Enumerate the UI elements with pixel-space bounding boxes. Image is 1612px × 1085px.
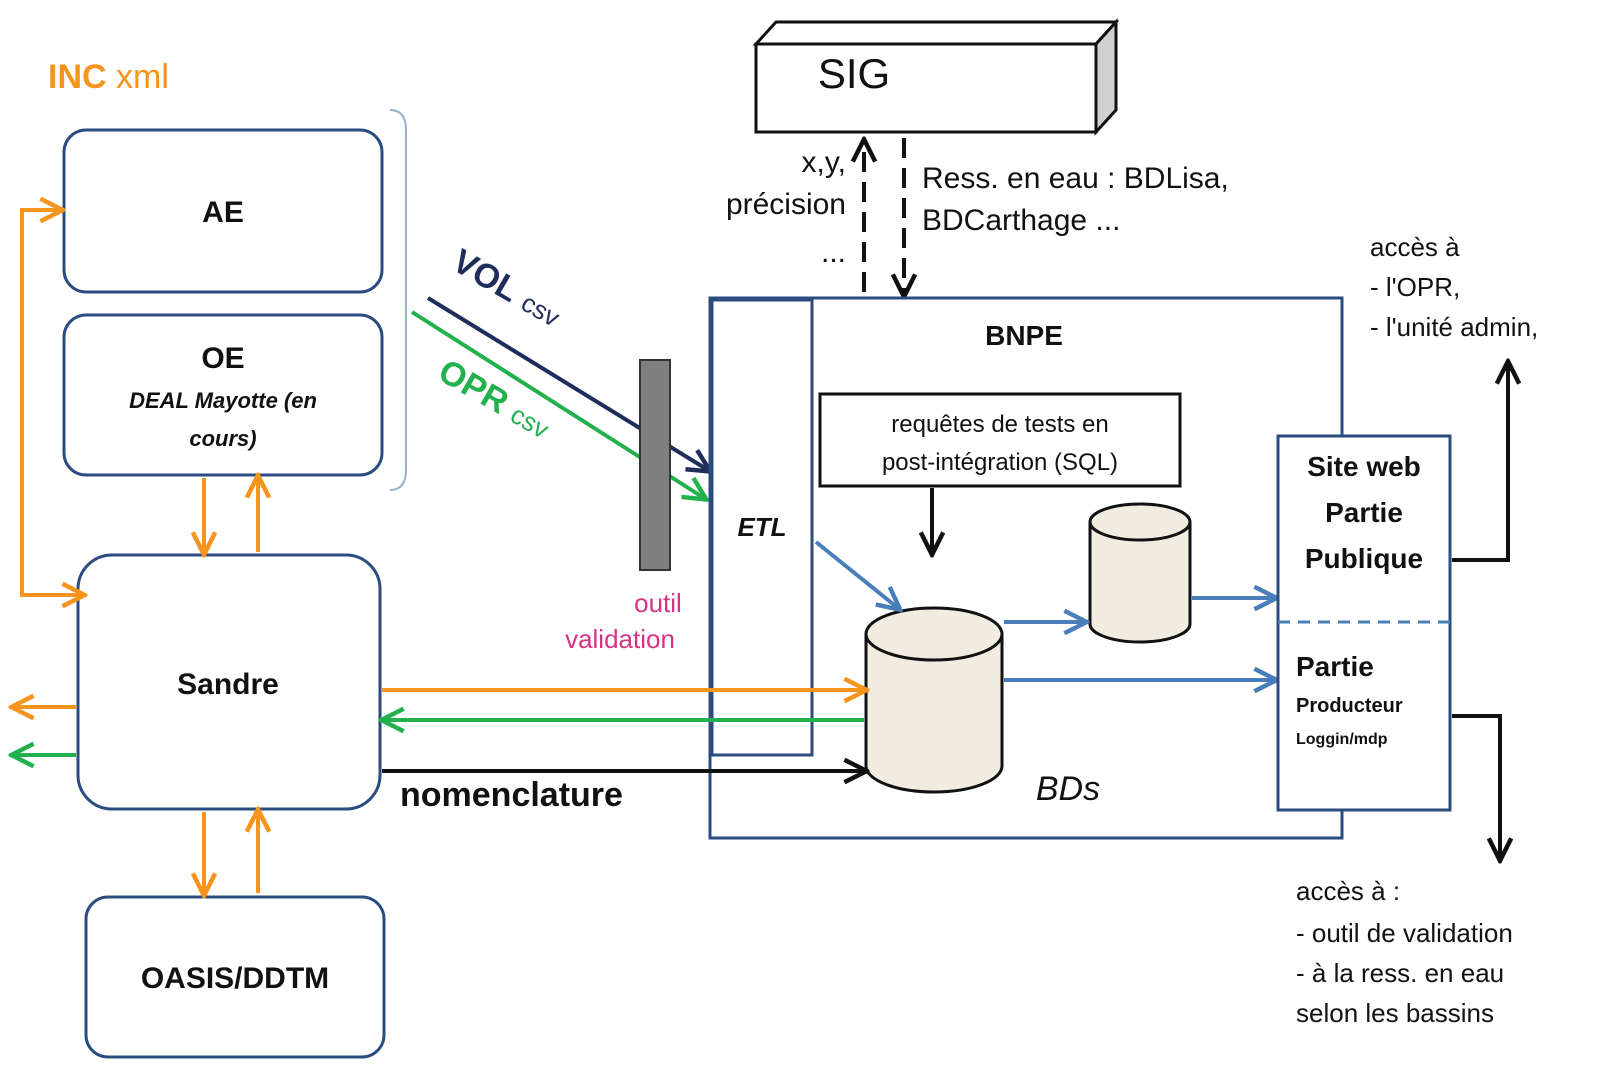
vol-format: csv	[516, 287, 565, 332]
site-line2: Partie	[1325, 497, 1403, 528]
sig-right-line1: Ress. en eau : BDLisa,	[922, 162, 1229, 195]
oe-subtitle-line1: DEAL Mayotte (en	[129, 388, 317, 413]
opr-format: csv	[505, 399, 554, 444]
bds-main-cylinder	[864, 606, 1004, 794]
acces-bottom-line3: - à la ress. en eau	[1296, 958, 1504, 988]
acces-bottom-line1: accès à :	[1296, 876, 1400, 906]
site-line1: Site web	[1307, 451, 1421, 482]
sig-box: SIG	[752, 18, 1120, 136]
etl-to-bds-arrow	[814, 540, 898, 608]
ae-box: AE	[62, 128, 384, 294]
oasis-ddtm-label: OASIS/DDTM	[141, 962, 329, 995]
sig-left-line2: précision	[726, 188, 846, 221]
ae-oe-brace	[389, 109, 407, 491]
outil-label: outil	[634, 588, 682, 618]
site-partie-label: Partie	[1296, 651, 1374, 682]
inc-xml-label: INC xml	[48, 58, 169, 96]
acces-bottom-line2: - outil de validation	[1296, 918, 1513, 948]
outil-validation-bar	[639, 359, 671, 571]
validation-label: validation	[565, 624, 675, 654]
sig-left-line3: ...	[821, 236, 846, 269]
sig-label: SIG	[818, 50, 890, 97]
site-web-box: Site web Partie Publique Partie Producte…	[1276, 434, 1452, 812]
bds-secondary-cylinder	[1088, 502, 1192, 644]
site-login-label: Loggin/mdp	[1296, 731, 1388, 748]
etl-box	[710, 298, 814, 757]
requetes-line1: requêtes de tests en	[891, 411, 1108, 438]
requetes-line2: post-intégration (SQL)	[882, 449, 1118, 476]
oe-box: OE DEAL Mayotte (en cours)	[62, 313, 384, 477]
bds-label: BDs	[1036, 770, 1100, 808]
bnpe-title: BNPE	[985, 320, 1063, 351]
producer-access-arrow	[1452, 714, 1500, 858]
sig-left-line1: x,y,	[802, 146, 846, 179]
etl-label: ETL	[737, 512, 786, 542]
nomenclature-label: nomenclature	[400, 776, 623, 814]
sandre-box: Sandre	[76, 553, 382, 811]
ae-label: AE	[202, 196, 244, 229]
acces-top-line3: - l'unité admin,	[1370, 312, 1538, 342]
oasis-ddtm-box: OASIS/DDTM	[84, 895, 386, 1059]
site-line3: Publique	[1305, 543, 1423, 574]
acces-top-line1: accès à	[1370, 232, 1460, 262]
acces-bottom-line4: selon les bassins	[1296, 998, 1494, 1028]
opr-label: OPR	[432, 352, 515, 422]
vol-label: VOL	[446, 242, 526, 310]
acces-top-line2: - l'OPR,	[1370, 272, 1460, 302]
site-producteur-label: Producteur	[1296, 695, 1403, 717]
ae-sandre-loop-arrow	[20, 210, 82, 595]
sandre-label: Sandre	[177, 668, 279, 701]
public-access-arrow	[1452, 364, 1508, 562]
oe-subtitle-line2: cours)	[189, 426, 256, 451]
sig-right-line2: BDCarthage ...	[922, 204, 1120, 237]
requetes-box	[818, 392, 1182, 488]
oe-label: OE	[201, 342, 244, 375]
